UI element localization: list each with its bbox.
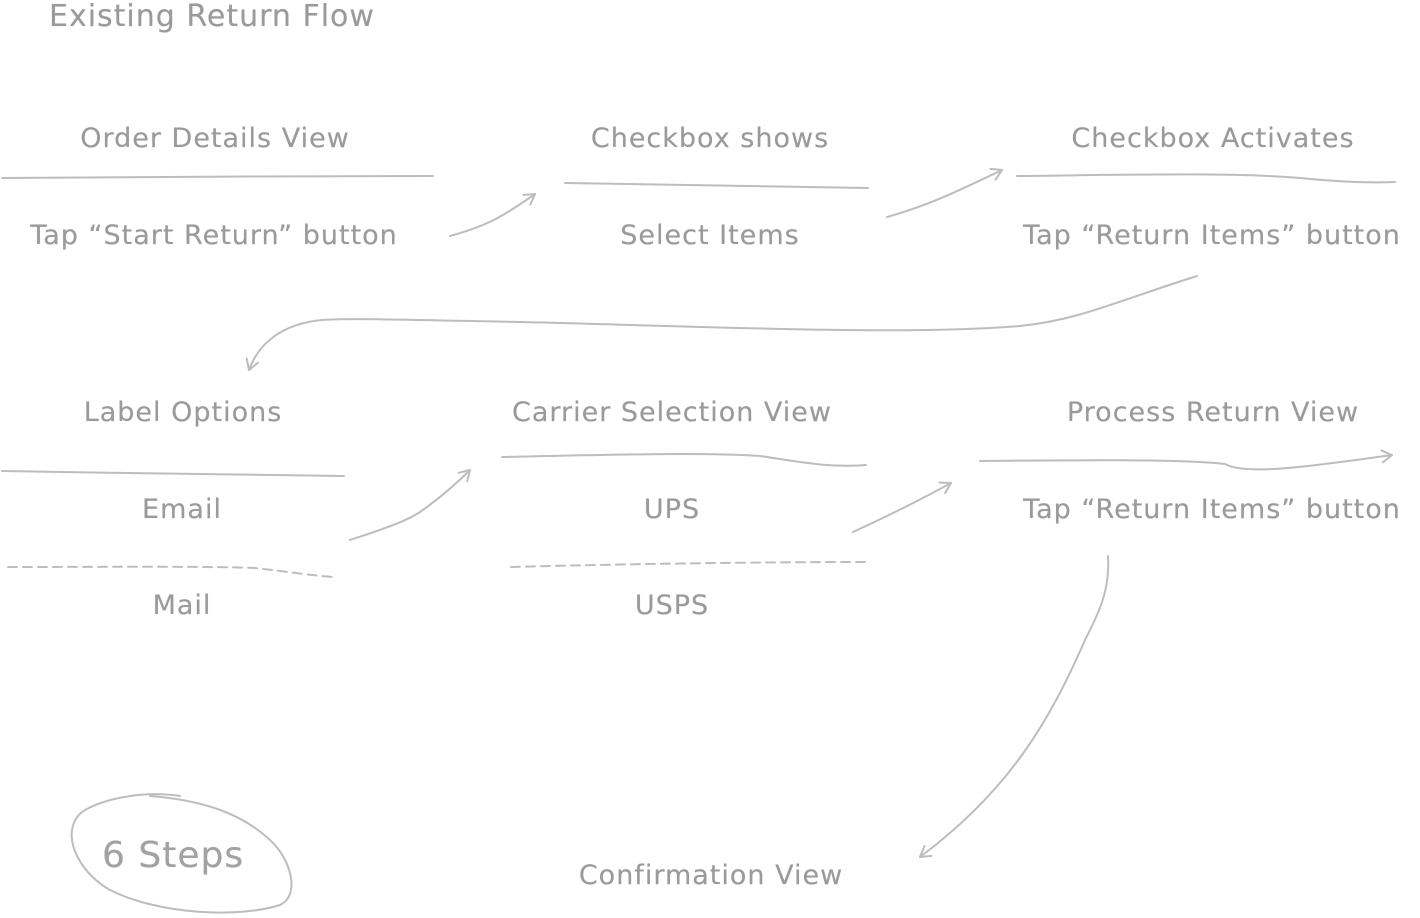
divider-checkbox-shows [564, 182, 869, 189]
step-heading-process-return: Process Return View [1066, 397, 1360, 428]
option-mail: Mail [152, 590, 212, 621]
step-action-checkbox-activates: Tap “Return Items” button [1023, 220, 1401, 251]
option-divider-label [7, 565, 335, 578]
step-heading-label-options: Label Options [83, 397, 283, 428]
arrow-carrier-to-process [852, 481, 952, 533]
divider-process-return [979, 449, 1393, 471]
arrow-activates-to-label [245, 275, 1198, 371]
option-usps: USPS [634, 590, 710, 621]
step-heading-carrier-selection: Carrier Selection View [511, 397, 833, 428]
arrow-checkbox-to-activates [886, 167, 1003, 218]
option-ups: UPS [643, 494, 701, 525]
divider-label-options [1, 470, 345, 477]
step-action-process-return: Tap “Return Items” button [1023, 494, 1401, 525]
steps-count-badge: 6 Steps [102, 835, 245, 876]
divider-order-details [1, 175, 434, 179]
steps-badge-loop [70, 793, 293, 914]
page-title: Existing Return Flow [49, 0, 375, 34]
arrow-label-to-carrier [349, 469, 471, 541]
arrow-process-to-confirmation [919, 555, 1110, 858]
step-heading-order-details: Order Details View [80, 123, 350, 154]
arrow-order-to-checkbox [449, 193, 536, 237]
step-action-order-details: Tap “Start Return” button [30, 220, 398, 251]
step-heading-checkbox-shows: Checkbox shows [590, 123, 830, 154]
step-heading-confirmation: Confirmation View [578, 860, 844, 891]
step-heading-checkbox-activates: Checkbox Activates [1071, 123, 1355, 154]
step-action-checkbox-shows: Select Items [620, 220, 800, 251]
option-email: Email [142, 494, 222, 525]
option-divider-carrier [510, 561, 867, 568]
divider-carrier-selection [501, 453, 867, 467]
divider-checkbox-activates [1016, 173, 1396, 184]
